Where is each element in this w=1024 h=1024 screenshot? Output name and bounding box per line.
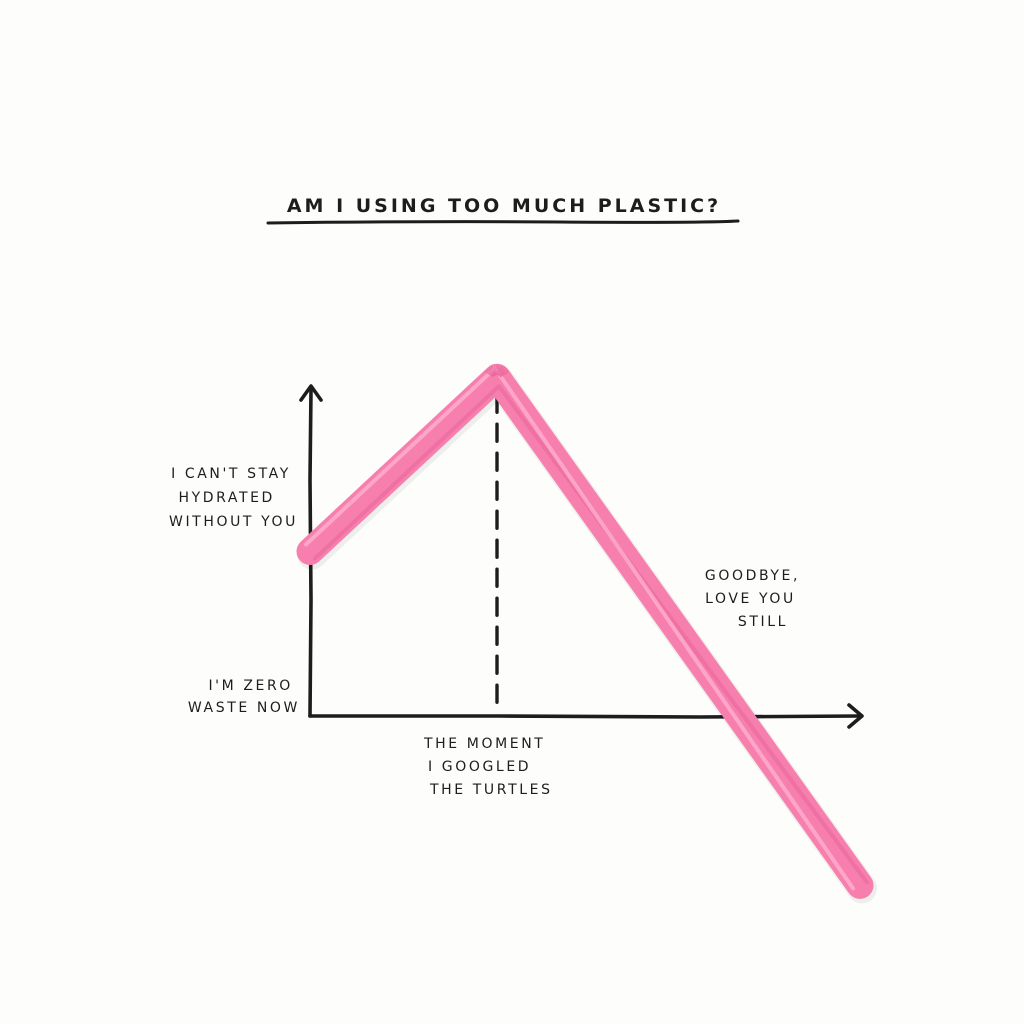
straw-bend-ridges (485, 365, 509, 378)
x-marker-label-line-3: THE TURTLES (429, 782, 553, 798)
straw-bend-ridge (497, 365, 503, 376)
chart-title: AM I USING TOO MUCH PLASTIC? (287, 195, 721, 217)
series-line-straw (296, 363, 877, 904)
series-point-2 (859, 884, 861, 887)
annotation-line-2: LOVE YOU (705, 591, 796, 607)
straw-bend-ridge (491, 365, 497, 376)
x-axis (308, 714, 862, 719)
straw-bend-ridge (496, 365, 501, 376)
series-point-0 (309, 550, 311, 553)
title-underline (266, 219, 740, 225)
y-tick-label-top-line-2: HYDRATED (178, 490, 275, 506)
y-tick-label-top-line-3: WITHOUT YOU (169, 514, 298, 530)
straw-bend-ridge (493, 365, 498, 376)
y-tick-label-bottom: I'M ZERO WASTE NOW (188, 678, 300, 716)
straw-bend-ridge (488, 367, 496, 377)
annotation-goodbye: GOODBYE, LOVE YOU STILL (705, 568, 807, 630)
straw-edge (313, 384, 869, 885)
y-axis-arrowhead (299, 384, 323, 402)
x-marker-label-line-1: THE MOMENT (423, 736, 545, 752)
straw-bend-ridge (498, 367, 506, 377)
y-tick-label-bottom-line-2: WASTE NOW (188, 700, 300, 716)
y-tick-label-top: I CAN'T STAY HYDRATED WITHOUT YOU (169, 466, 298, 530)
straw-bend-ridge (486, 368, 495, 377)
annotation-line-1: GOODBYE, (705, 568, 800, 584)
straw-bend-ridge (485, 370, 495, 378)
x-marker-label: THE MOMENT I GOOGLED THE TURTLES (423, 736, 553, 798)
x-marker-label-line-2: I GOOGLED (428, 759, 531, 775)
chart-title-group: AM I USING TOO MUCH PLASTIC? (266, 195, 740, 225)
series-point-1 (496, 376, 498, 379)
straw-bend-ridge (499, 370, 509, 378)
straw-bend-ridge (499, 368, 508, 377)
y-tick-label-bottom-line-1: I'M ZERO (208, 678, 293, 694)
y-tick-label-top-line-1: I CAN'T STAY (171, 466, 291, 482)
axes (299, 384, 864, 729)
x-axis-arrowhead (847, 703, 864, 729)
annotation-line-3: STILL (738, 614, 788, 630)
straw-body (296, 363, 874, 899)
